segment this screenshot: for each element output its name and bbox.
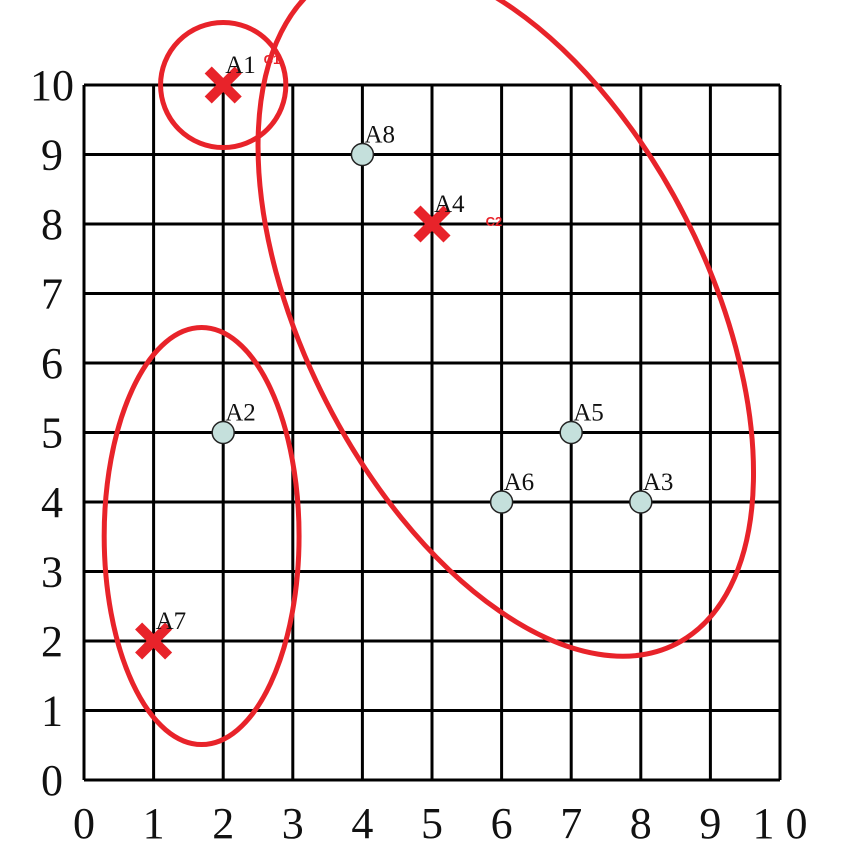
y-tick-label: 10 — [30, 61, 74, 110]
x-tick-label: 1 0 — [753, 799, 808, 848]
data-point-marker — [559, 420, 583, 445]
center-marker-stroke — [135, 622, 173, 660]
cluster-center-marker — [204, 66, 242, 104]
x-tick-label: 3 — [282, 799, 304, 848]
data-point-marker — [489, 490, 514, 514]
data-point-marker — [629, 490, 653, 514]
x-tick-label: 1 — [143, 799, 165, 848]
y-tick-label: 1 — [41, 687, 63, 736]
x-tick-label: 7 — [560, 799, 582, 848]
x-tick-label: 5 — [421, 799, 443, 848]
point-label: A7 — [156, 608, 187, 635]
y-tick-label: 9 — [41, 131, 63, 180]
y-axis-tick-labels: 0 1 2 3 4 5 6 7 8 9 10 — [30, 61, 74, 805]
x-tick-label: 9 — [699, 799, 721, 848]
point-label: A8 — [364, 122, 395, 149]
data-point-marker — [350, 142, 375, 167]
point-label: A3 — [643, 469, 674, 496]
center-marker-stroke — [413, 205, 451, 243]
cluster-outlines — [101, 0, 757, 748]
cluster-outline — [255, 0, 757, 659]
point-label: A4 — [434, 191, 465, 218]
x-tick-label: 2 — [212, 799, 234, 848]
x-tick-label: 6 — [491, 799, 513, 848]
y-tick-label: 3 — [41, 548, 63, 597]
cluster-outline — [158, 19, 289, 151]
center-marker-stroke — [204, 66, 242, 104]
point-label: A5 — [573, 400, 604, 427]
data-point-marker — [211, 420, 235, 445]
point-label: A6 — [504, 469, 535, 496]
point-label: A1 — [225, 52, 256, 79]
data-points — [135, 66, 653, 660]
cluster-label: C2 — [486, 214, 503, 229]
x-tick-label: 0 — [73, 799, 95, 848]
y-tick-label: 2 — [41, 617, 63, 666]
y-tick-label: 0 — [41, 756, 63, 805]
cluster-center-marker — [413, 205, 451, 243]
y-tick-label: 8 — [41, 200, 63, 249]
point-label: A2 — [225, 400, 256, 427]
cluster-center-marker — [135, 622, 173, 660]
y-tick-label: 6 — [41, 339, 63, 388]
cluster-outline — [101, 325, 302, 748]
y-tick-label: 7 — [41, 270, 63, 319]
x-tick-label: 8 — [630, 799, 652, 848]
y-tick-label: 4 — [41, 478, 63, 527]
grid — [82, 83, 782, 782]
y-tick-label: 5 — [41, 409, 63, 458]
x-tick-label: 4 — [351, 799, 373, 848]
cluster-label: C1 — [264, 52, 281, 67]
